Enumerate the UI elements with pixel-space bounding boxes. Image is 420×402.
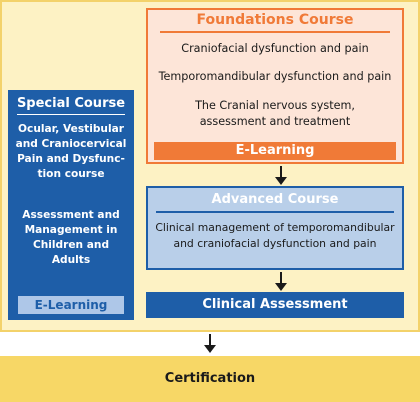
arrow-down-icon <box>275 166 287 185</box>
special-elearning-badge: E-Learning <box>18 296 124 314</box>
foundations-item: Temporomandibular dysfunction and pain <box>158 70 392 83</box>
advanced-course-title: Advanced Course <box>211 192 339 207</box>
special-title-rule <box>17 114 125 115</box>
foundations-title-rule <box>160 31 390 33</box>
special-item: Assessment and Management in Children an… <box>22 209 120 266</box>
advanced-course-description: Clinical management of temporomandibular… <box>155 221 395 250</box>
arrow-down-icon <box>275 272 287 291</box>
advanced-course-box: Advanced Course Clinical management of t… <box>146 186 404 270</box>
certification-bar: Certification <box>0 356 420 402</box>
arrow-down-icon <box>204 334 216 353</box>
special-item: Ocular, Vestibular and Craniocervical Pa… <box>15 123 127 180</box>
advanced-title-rule <box>156 211 394 213</box>
foundations-item: Craniofacial dysfunction and pain <box>181 42 369 55</box>
foundations-elearning-badge: E-Learning <box>154 142 396 160</box>
clinical-assessment-box: Clinical Assessment <box>146 292 404 318</box>
special-course-box: Special Course Ocular, Vestibular and Cr… <box>8 90 134 320</box>
foundations-item: The Cranial nervous system, assessment a… <box>195 99 355 128</box>
foundations-course-box: Foundations Course Craniofacial dysfunct… <box>146 8 404 164</box>
special-course-title: Special Course <box>16 96 126 111</box>
foundations-course-title: Foundations Course <box>196 12 354 28</box>
